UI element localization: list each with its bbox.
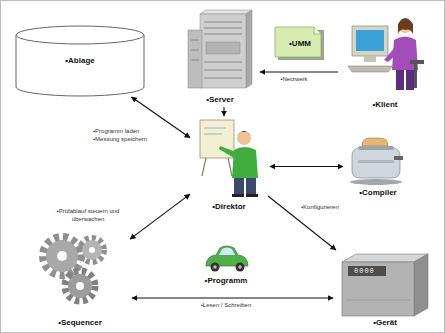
connector-arrow <box>223 107 224 116</box>
display-digits: 0000 <box>354 267 375 275</box>
node-box: •Programm <box>200 242 252 286</box>
edge-label: •Netzwerk <box>266 76 322 84</box>
node-box: •Server <box>182 10 258 105</box>
edge-label: •Prüfablauf steuern und überwachen <box>46 208 130 223</box>
node-box: •Ablage <box>15 25 145 97</box>
gears-icon <box>43 237 104 301</box>
connector-arrow <box>132 297 333 298</box>
node-label: •UMM <box>289 39 311 49</box>
edge-label: •Konfigurieren <box>300 204 354 212</box>
node-box: •Sequencer <box>30 225 130 328</box>
node-box: •Direktor <box>190 118 268 212</box>
node-label: •Sequencer <box>58 318 102 328</box>
server-icon <box>188 10 252 88</box>
node-label: •Direktor <box>212 202 245 212</box>
edge-label: •Lesen / Schreiben <box>180 302 272 310</box>
node-label: •Compiler <box>359 188 396 198</box>
connector-arrow <box>130 194 190 239</box>
director-icon <box>200 120 258 197</box>
device-icon <box>342 254 428 316</box>
car-icon <box>206 246 248 272</box>
node-label: •Server <box>206 95 234 105</box>
client-icon <box>348 18 424 90</box>
node-label: •Klient <box>372 100 397 110</box>
node-box: •Gerät <box>335 250 435 328</box>
node-label: •Gerät <box>373 318 397 328</box>
node-box: •Compiler <box>345 135 411 198</box>
node-label: •Ablage <box>65 56 94 66</box>
node-box: •UMM <box>274 26 326 62</box>
node-box: •Klient <box>340 12 430 110</box>
node-label: •Programm <box>205 276 248 286</box>
edge-label: •Programm laden •Messung speichern <box>92 128 156 143</box>
connector-arrow <box>270 166 343 167</box>
toaster-icon <box>350 138 403 185</box>
connector-arrow <box>260 71 338 72</box>
